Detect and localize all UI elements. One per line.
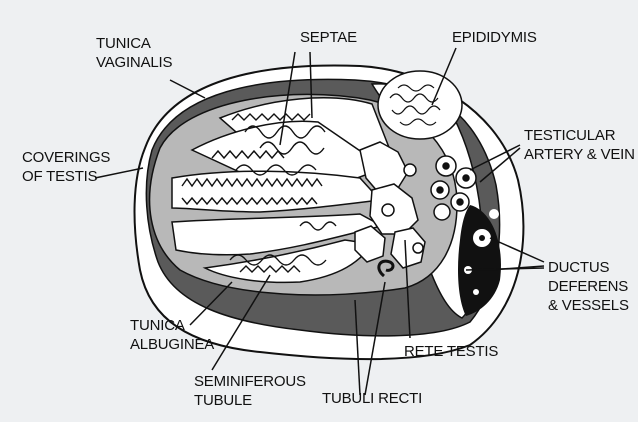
label-seminiferous-tubule: SEMINIFEROUS TUBULE [194, 372, 306, 410]
label-epididymis: EPIDIDYMIS [452, 28, 537, 47]
label-coverings-line1: COVERINGS [22, 148, 110, 167]
label-ductus-line1: DUCTUS [548, 258, 629, 277]
label-testicular-artery-vein: TESTICULAR ARTERY & VEIN [524, 126, 635, 164]
label-testicular-line2: ARTERY & VEIN [524, 145, 635, 164]
epididymis [378, 71, 462, 139]
label-septae: SEPTAE [300, 28, 357, 47]
label-tunica-vaginalis: TUNICA VAGINALIS [96, 34, 172, 72]
label-tubuli-recti: TUBULI RECTI [322, 389, 422, 408]
label-ductus-line3: & VESSELS [548, 296, 629, 315]
label-seminiferous-line1: SEMINIFEROUS [194, 372, 306, 391]
label-coverings-line2: OF TESTIS [22, 167, 110, 186]
label-rete-testis: RETE TESTIS [404, 342, 498, 361]
label-coverings-of-testis: COVERINGS OF TESTIS [22, 148, 110, 186]
label-testicular-line1: TESTICULAR [524, 126, 635, 145]
label-ductus-deferens: DUCTUS DEFERENS & VESSELS [548, 258, 629, 315]
label-tunica-vaginalis-line1: TUNICA [96, 34, 172, 53]
label-albuginea-line1: TUNICA [130, 316, 214, 335]
label-albuginea-line2: ALBUGINEA [130, 335, 214, 354]
label-tunica-albuginea: TUNICA ALBUGINEA [130, 316, 214, 354]
label-tunica-vaginalis-line2: VAGINALIS [96, 53, 172, 72]
label-ductus-line2: DEFERENS [548, 277, 629, 296]
label-seminiferous-line2: TUBULE [194, 391, 306, 410]
